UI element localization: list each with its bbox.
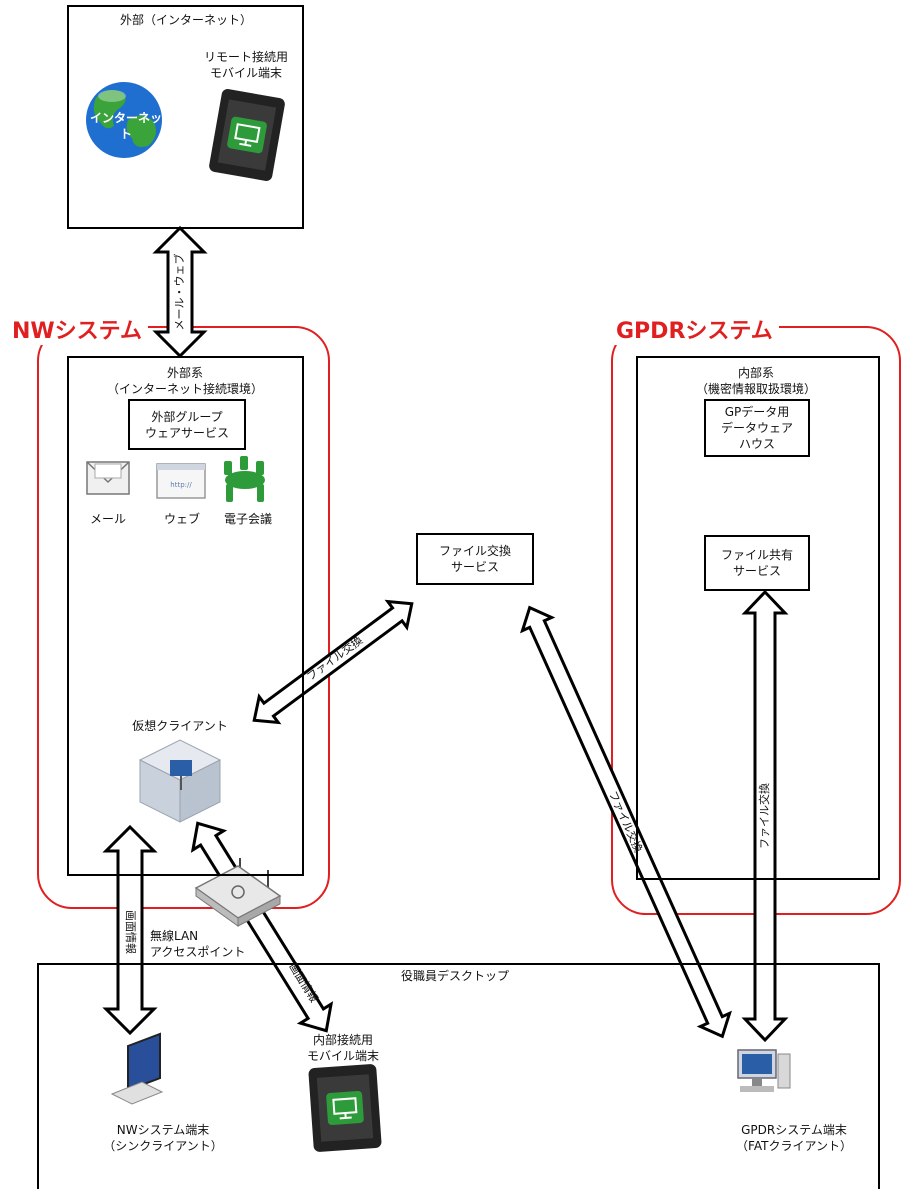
- wireless-ap-label: 無線LAN アクセスポイント: [150, 929, 246, 959]
- nw-terminal-icon: [110, 1032, 164, 1105]
- internal-mobile-label: 内部接続用 モバイル端末: [306, 1033, 379, 1063]
- web-icon: http://: [156, 463, 206, 499]
- file-share-box: [704, 535, 810, 591]
- external-title: 外部（インターネット）: [119, 13, 252, 27]
- nw-system-title: NWシステム: [6, 313, 149, 345]
- web-label: ウェブ: [163, 512, 200, 526]
- gpdr-internal-zone-box: [636, 356, 880, 880]
- remote-mobile-label: リモート接続用 モバイル端末: [203, 50, 288, 80]
- gpdr-zone-title: 内部系 （機密情報取扱環境）: [695, 366, 816, 396]
- desktop-box: [37, 963, 880, 1189]
- warehouse-label: GPデータ用 データウェア ハウス: [720, 405, 793, 451]
- file-exchange-arrow-diagonal: [520, 605, 732, 1039]
- virtual-client-icon: [138, 739, 222, 823]
- mail-web-arrow-label: メール・ウェブ: [173, 253, 186, 331]
- nw-zone-title: 外部系 （インターネット接続環境）: [106, 366, 263, 396]
- desktop-title: 役職員デスクトップ: [400, 969, 509, 983]
- nw-terminal-label: NWシステム端末 （シンクライアント）: [103, 1123, 223, 1153]
- groupware-box: [128, 399, 246, 450]
- file-exchange-service-box: [416, 533, 534, 585]
- internet-label: インターネット: [89, 111, 162, 141]
- groupware-label: 外部グループ ウェアサービス: [144, 410, 229, 440]
- wireless-ap-icon: [194, 858, 282, 927]
- mail-icon: [86, 461, 130, 495]
- mail-label: メール: [89, 512, 126, 526]
- conference-label: 電子会議: [223, 512, 272, 526]
- conference-icon: [224, 456, 265, 502]
- file-exchange-arrow-vertical: [741, 589, 789, 1043]
- screen-info-arrow-vertical: [102, 824, 158, 1036]
- remote-tablet-icon: [209, 89, 285, 181]
- file-exchange-arrow-label-3: ファイル交換: [758, 783, 771, 849]
- internal-tablet-icon: [308, 1064, 382, 1152]
- warehouse-box: [704, 399, 810, 457]
- file-share-label: ファイル共有 サービス: [720, 548, 793, 578]
- virtual-client-label: 仮想クライアント: [132, 719, 228, 733]
- screen-info-arrow-label-1: 画面情報: [124, 910, 137, 954]
- external-box: [67, 5, 304, 229]
- gpdr-terminal-icon: [737, 1049, 791, 1092]
- svg-text:http://: http://: [170, 481, 192, 489]
- gpdr-system-title: GPDRシステム: [610, 313, 779, 345]
- file-exchange-arrow-left: [252, 599, 414, 725]
- file-exchange-service-label: ファイル交換 サービス: [438, 544, 511, 574]
- globe-icon: [86, 82, 162, 158]
- nw-external-zone-box: [67, 356, 304, 876]
- gpdr-terminal-label: GPDRシステム端末 （FATクライアント）: [736, 1123, 852, 1153]
